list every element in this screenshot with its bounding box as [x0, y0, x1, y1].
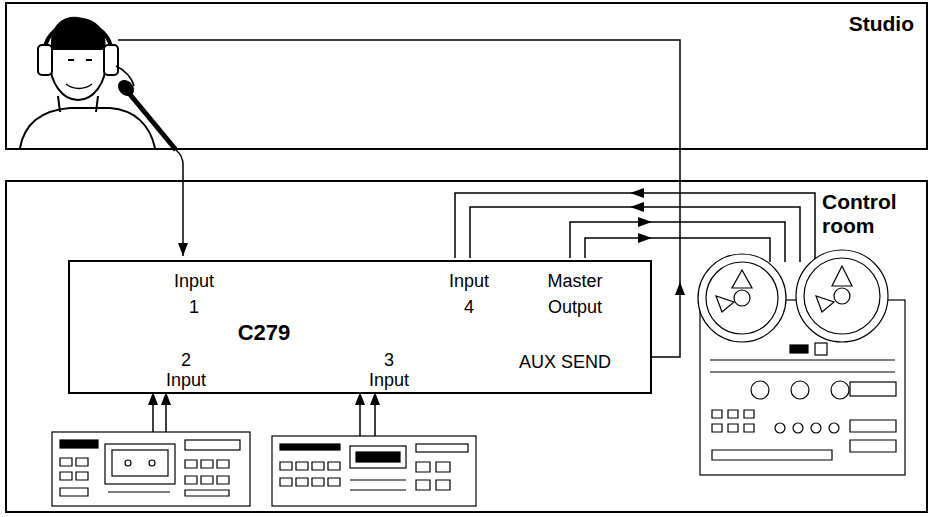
headphone-wire: [118, 40, 680, 357]
port-label: AUX SEND: [490, 349, 640, 375]
arrowheads: [148, 188, 652, 405]
arrowhead: [178, 243, 188, 256]
cd-player: [272, 436, 476, 506]
panel-heading: Control room: [822, 190, 922, 238]
mixer-box: Input 1 Input 4 Master OutputC279 2 Input 3 …: [68, 260, 652, 394]
tape-machine: [698, 250, 905, 475]
panel-heading: Studio: [794, 12, 914, 36]
arrowhead: [675, 282, 685, 295]
source-wires: [153, 400, 375, 436]
port-label: Input 4: [442, 268, 496, 320]
port-label: 2 Input: [159, 350, 213, 390]
port-label: Input 1: [167, 268, 221, 320]
studio-panel: Studio: [5, 2, 928, 150]
control-room-panel: Control roomInput 1 Input 4 Master OutputC…: [5, 180, 928, 513]
port-label: Master Output: [532, 268, 618, 320]
mic-wire: [182, 165, 184, 256]
cassette-deck: [52, 432, 250, 506]
device-name: C279: [204, 320, 324, 346]
port-label: 3 Input: [362, 350, 416, 390]
tape-wires: [455, 193, 815, 262]
